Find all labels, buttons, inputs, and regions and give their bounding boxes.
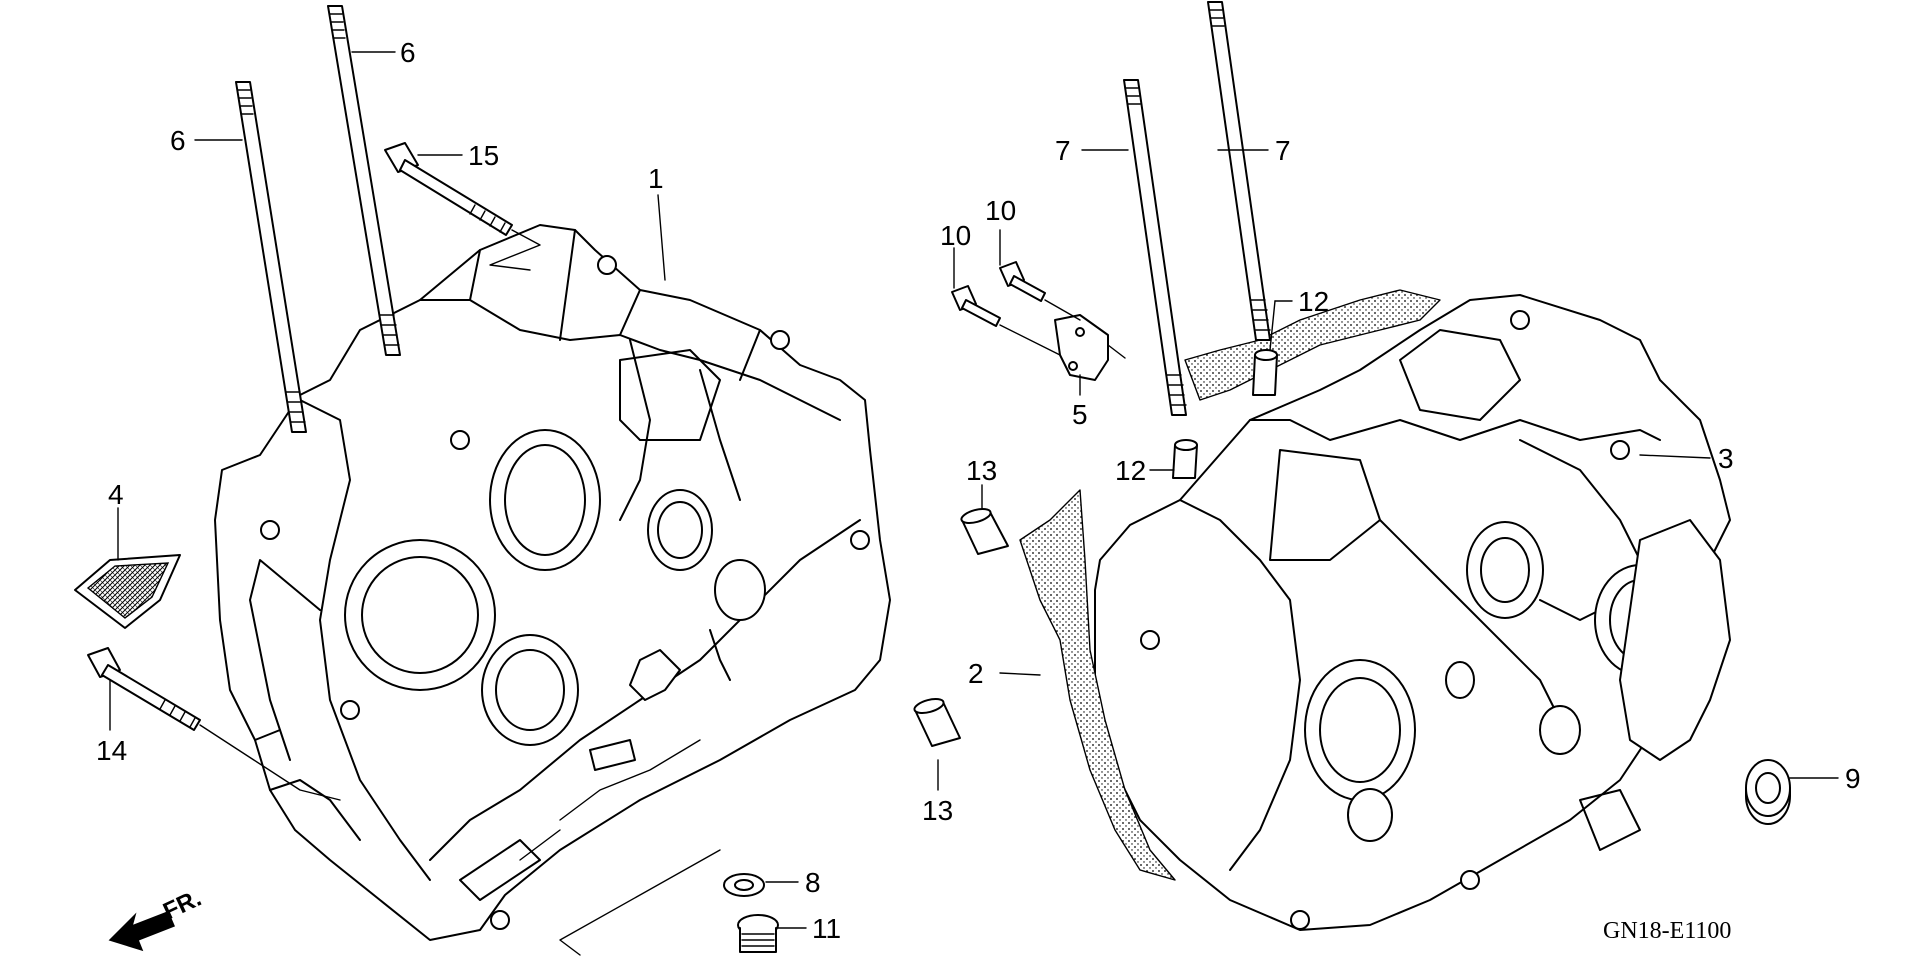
stud-bolt-6a <box>235 81 307 433</box>
callout-11: 11 <box>812 913 841 944</box>
bolt-10b <box>999 261 1046 302</box>
callout-4: 4 <box>108 479 124 510</box>
callout-13b: 13 <box>922 795 953 826</box>
right-crankcase <box>1094 294 1731 931</box>
flange-bolt-15 <box>384 142 513 236</box>
callout-1: 1 <box>648 163 664 194</box>
callout-12a: 12 <box>1298 286 1329 317</box>
dowel-pin-12b <box>1172 439 1198 479</box>
bolt-10a <box>951 285 1001 327</box>
front-direction-arrow: FR. <box>108 885 206 952</box>
flange-bolt-14 <box>87 647 201 731</box>
dowel-pin-12a <box>1252 349 1278 396</box>
callout-14: 14 <box>96 735 127 766</box>
callout-15: 15 <box>468 140 499 171</box>
callout-12b: 12 <box>1115 455 1146 486</box>
left-crankcase <box>214 224 891 941</box>
setting-plate-5 <box>999 299 1126 381</box>
leader-14-line <box>199 724 341 801</box>
callout-10b: 10 <box>940 220 971 251</box>
drain-bolt-11 <box>737 914 779 953</box>
stud-bolt-7b <box>1207 1 1271 341</box>
oil-seal-9 <box>1745 759 1791 825</box>
callout-2: 2 <box>968 658 984 689</box>
callout-13a: 13 <box>966 455 997 486</box>
leader-drain-line <box>559 849 721 956</box>
leader-15-dashed <box>489 229 541 271</box>
callout-6b: 6 <box>400 37 416 68</box>
callout-leaders <box>109 51 1839 929</box>
callout-7a: 7 <box>1055 135 1071 166</box>
stud-bolt-7a <box>1123 79 1187 416</box>
callout-10a: 10 <box>985 195 1016 226</box>
stud-bolt-6b <box>327 5 401 356</box>
callout-8: 8 <box>805 867 821 898</box>
crankcase-gasket <box>1019 289 1441 881</box>
diagram-code: GN18-E1100 <box>1603 918 1731 944</box>
oil-strainer-screen-4 <box>74 554 181 629</box>
callout-5: 5 <box>1072 399 1088 430</box>
dowel-pin-13a <box>960 508 1009 555</box>
dowel-pin-13b <box>913 698 961 747</box>
callout-9: 9 <box>1845 763 1861 794</box>
callout-7b: 7 <box>1275 135 1291 166</box>
callout-3: 3 <box>1718 443 1734 474</box>
sealing-washer-8 <box>723 873 765 897</box>
callout-6a: 6 <box>170 125 186 156</box>
